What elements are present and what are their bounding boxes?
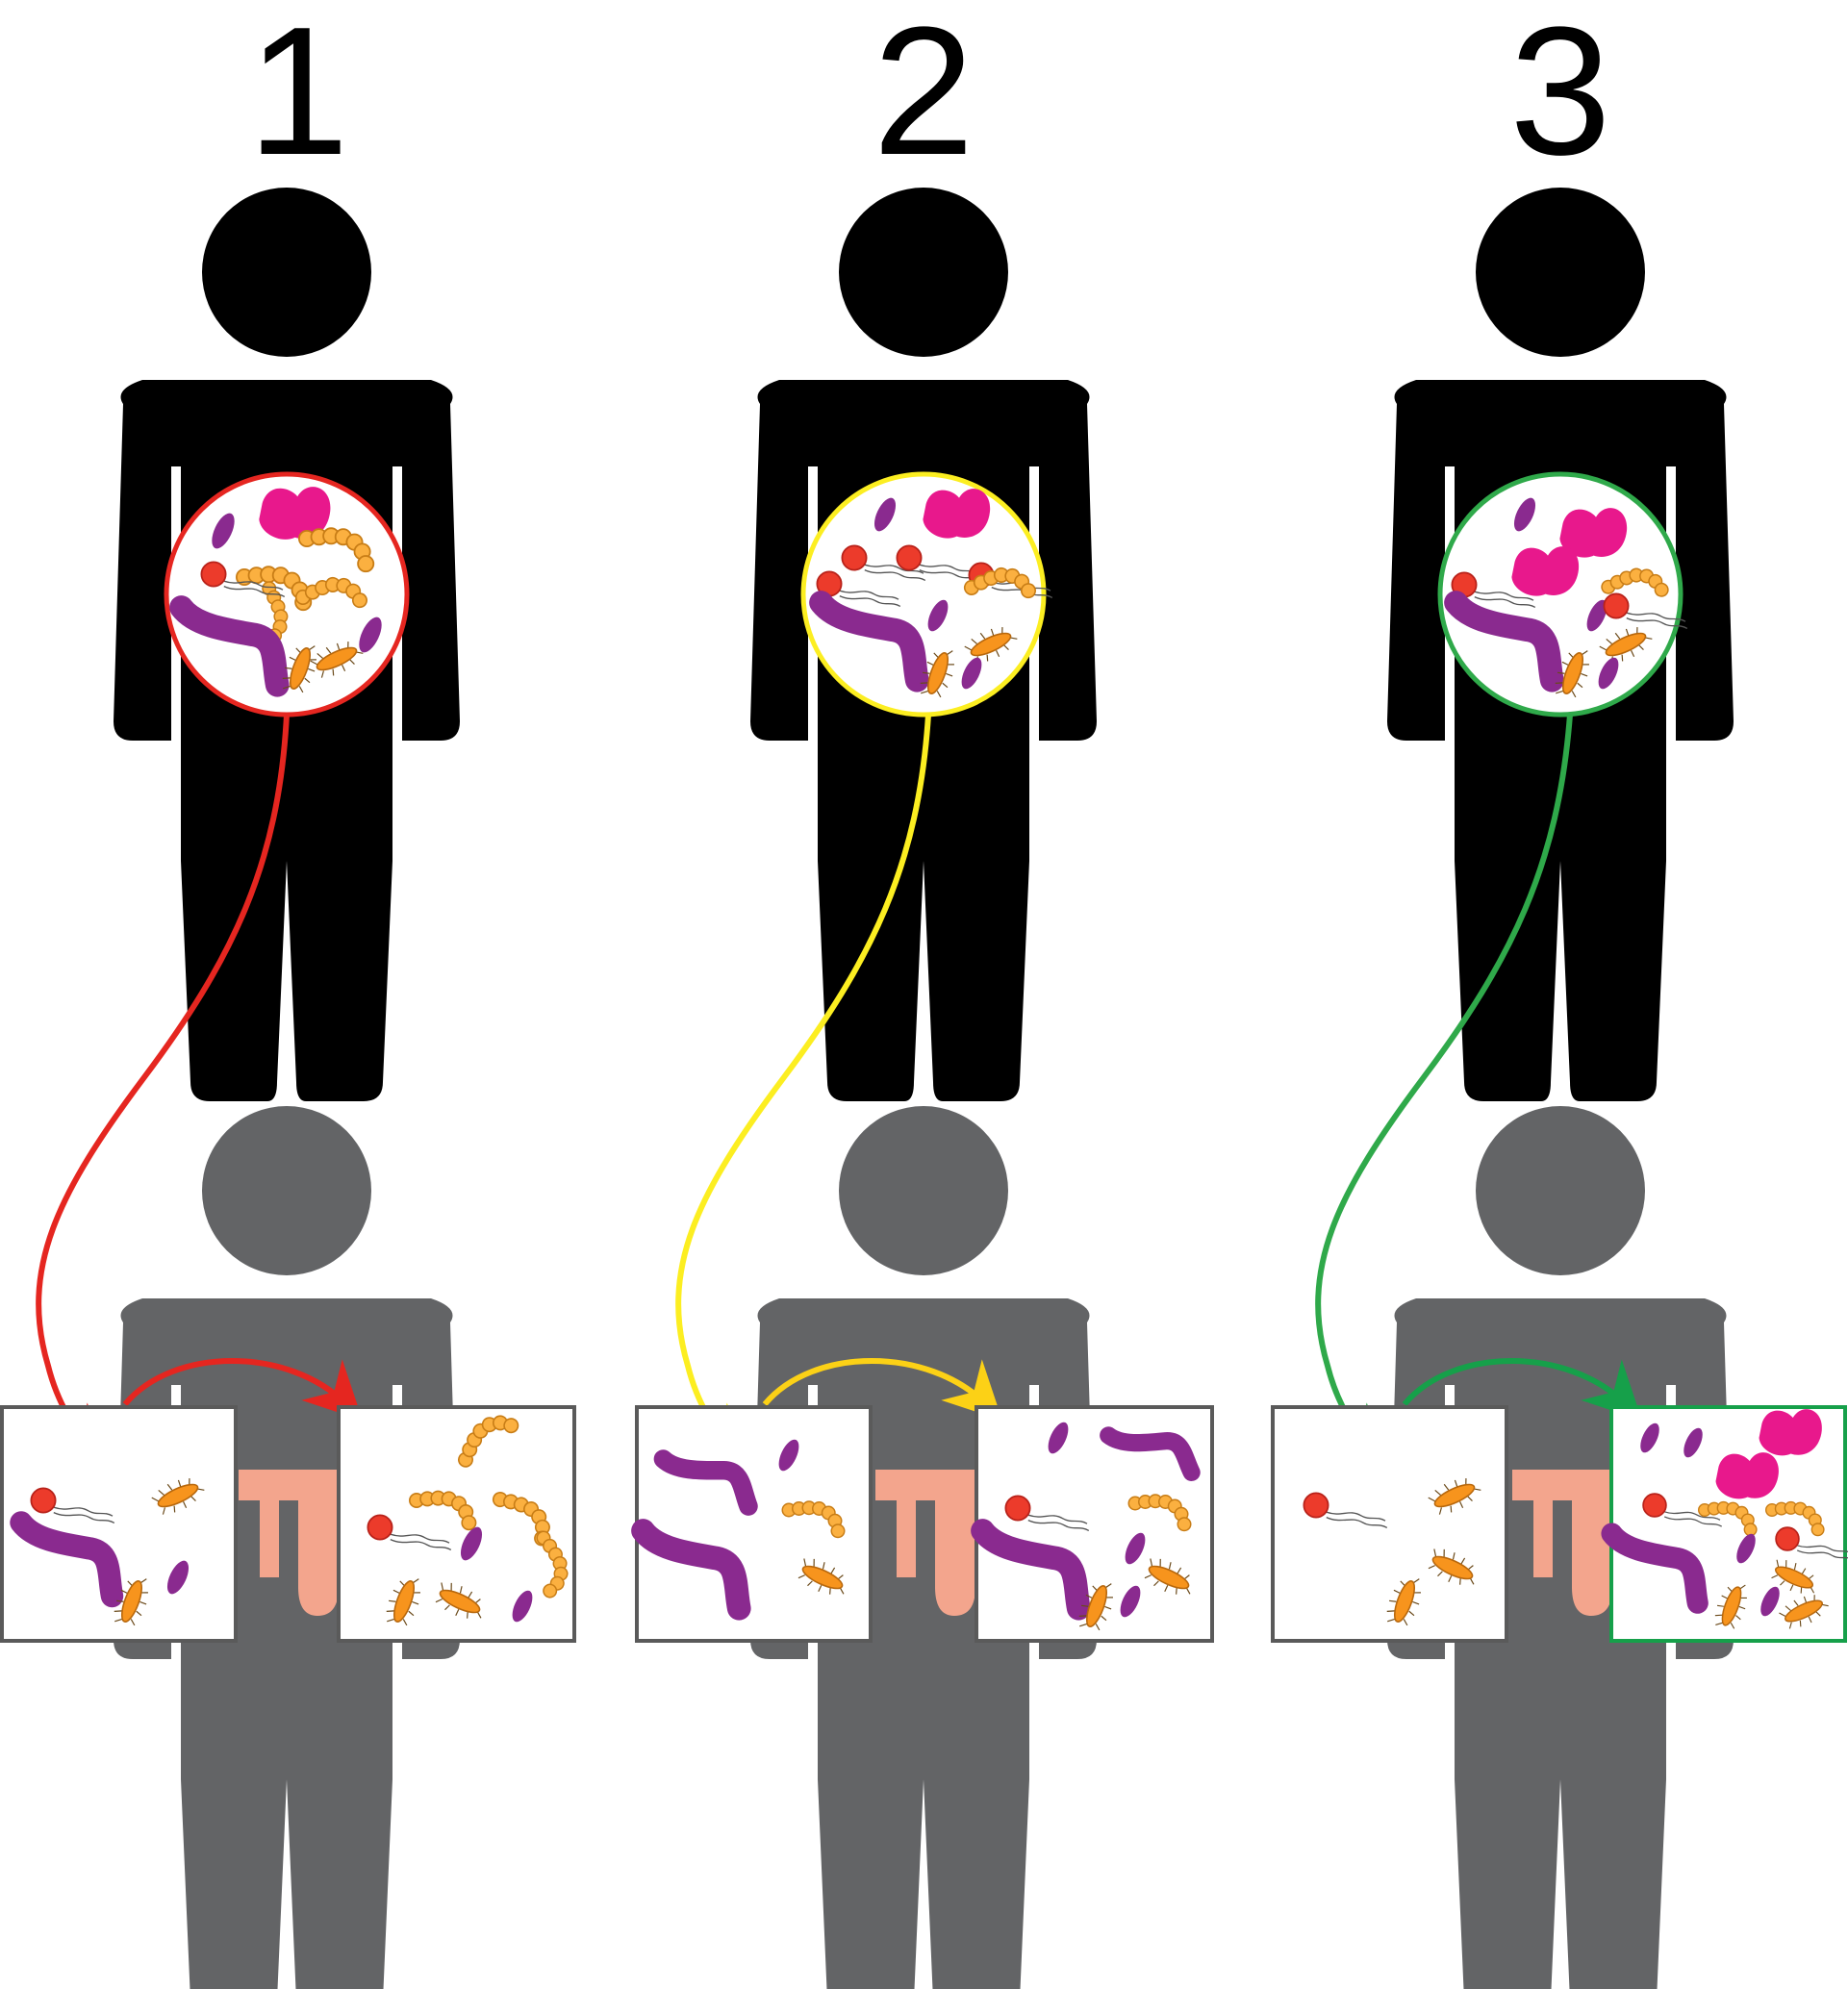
arrow-icon [36, 714, 290, 1464]
panel-number: 1 [247, 0, 349, 193]
after-microbiome-box [976, 1405, 1214, 1643]
panel-1: 1 [0, 0, 580, 1989]
panel-2: 2 [637, 0, 1214, 1989]
arrow-icon [675, 714, 931, 1464]
panel-number: 2 [873, 0, 975, 193]
intestine-icon [239, 1470, 339, 1616]
after-microbiome-box [1611, 1405, 1848, 1643]
donor-microbiome-circle [800, 471, 1053, 718]
before-microbiome-box [637, 1405, 873, 1643]
arrow-icon [1315, 714, 1573, 1464]
panel-number: 3 [1509, 0, 1611, 193]
arrow-icon [1402, 1358, 1642, 1421]
intestine-icon [875, 1470, 975, 1616]
arrow-icon [762, 1358, 1002, 1421]
panel-3: 3 [1271, 0, 1848, 1989]
before-microbiome-box [1271, 1405, 1508, 1643]
after-microbiome-box [337, 1402, 580, 1643]
donor-microbiome-circle [1437, 471, 1688, 718]
before-microbiome-box [0, 1405, 238, 1643]
intestine-icon [1512, 1470, 1612, 1616]
donor-microbiome-circle [164, 471, 410, 718]
arrow-icon [122, 1358, 363, 1421]
